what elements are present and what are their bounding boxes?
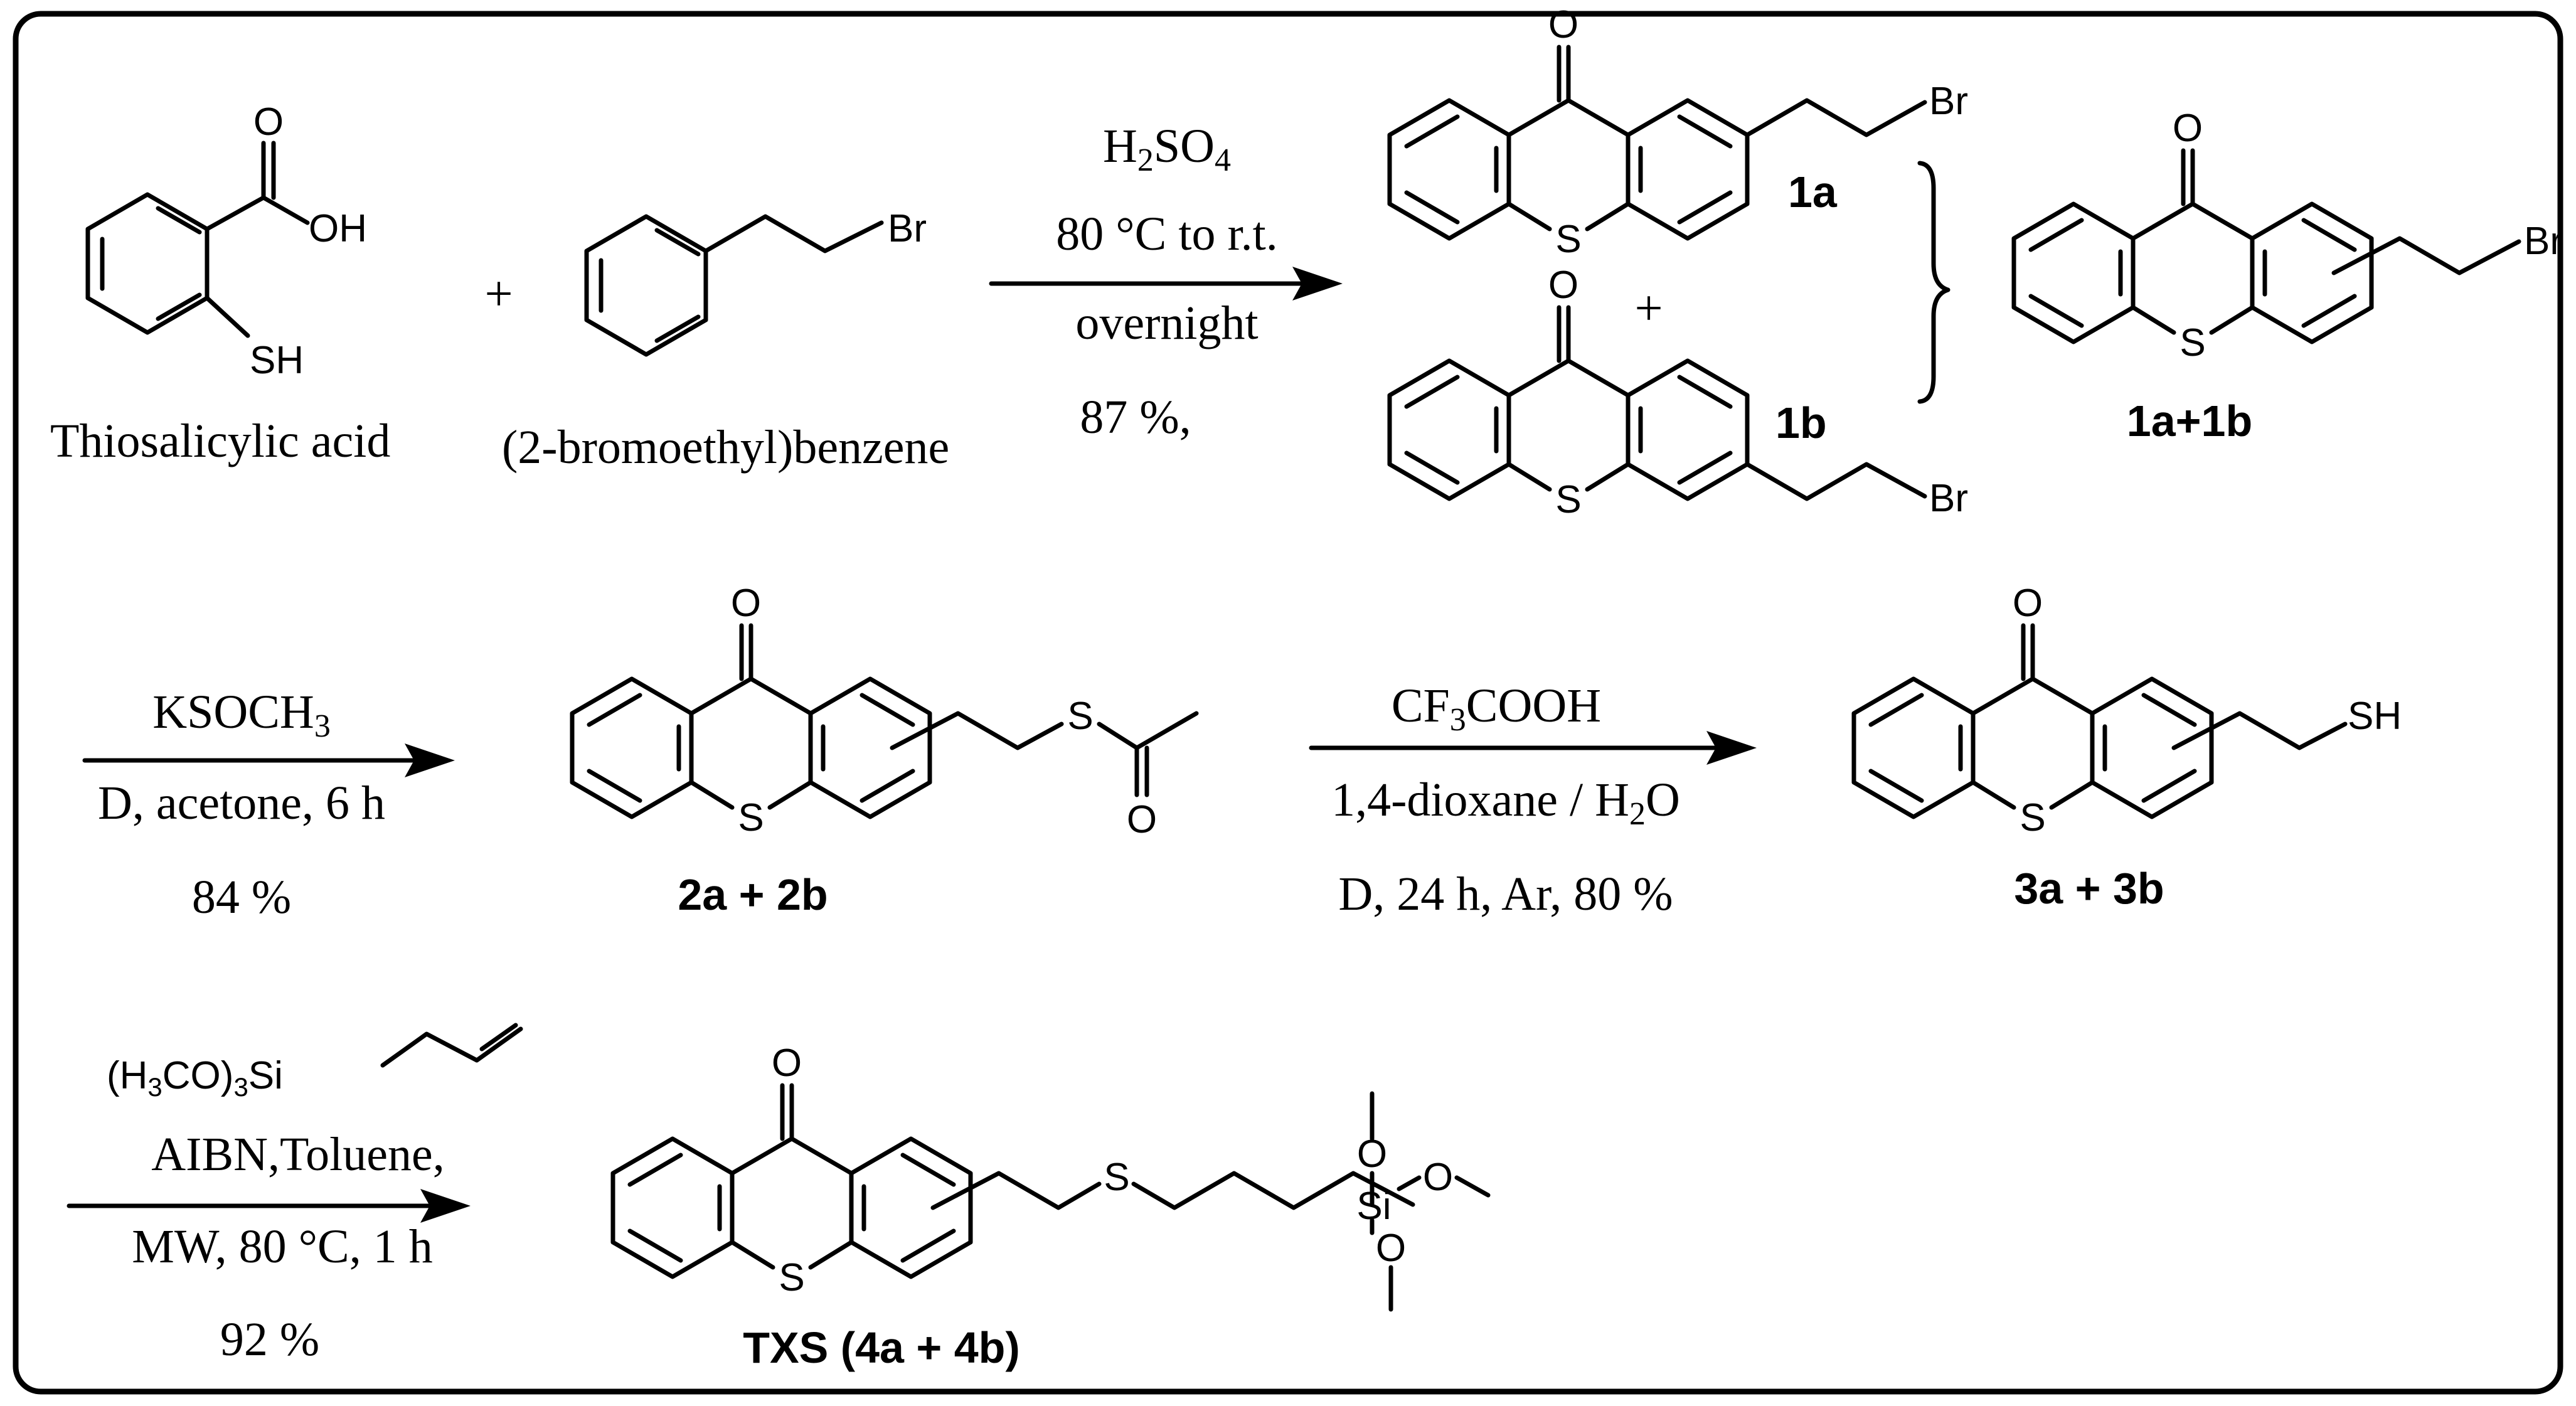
bromoethylbenzene-name: (2-bromoethyl)benzene	[502, 421, 949, 474]
product-txs-o-label: O	[772, 1041, 802, 1085]
step1-arrow	[989, 267, 1343, 301]
step1-yield: 87 %,	[1080, 391, 1191, 444]
product-1b-structure: O S Br	[1390, 264, 1968, 521]
product-txs-o3-label: O	[1376, 1227, 1406, 1270]
step1-conditions: 80 °C to r.t.	[1056, 208, 1277, 260]
product-2-label: 2a + 2b	[678, 870, 828, 919]
step2-conditions: D, acetone, 6 h	[98, 777, 385, 829]
step4-arrow	[67, 1189, 471, 1223]
mixture-1a1b-structure: O S Br	[2014, 107, 2563, 365]
thiosalicylic-oh-label: OH	[309, 207, 367, 250]
product-1b-br-label: Br	[1929, 477, 1968, 520]
step3-solvent: 1,4-dioxane / H2O	[1331, 774, 1680, 832]
product-3-label: 3a + 3b	[2014, 864, 2164, 913]
product-2-s-label: S	[738, 796, 764, 839]
thiosalicylic-o-label: O	[253, 100, 284, 144]
step1-reagent: H2SO4	[1103, 120, 1231, 178]
product-txs-o2-label: O	[1423, 1156, 1453, 1199]
product-txs-si-label: Si	[1356, 1185, 1391, 1228]
product-txs-s-chain-label: S	[1104, 1156, 1129, 1199]
step2-reagent: KSOCH3	[152, 686, 331, 744]
scheme-frame	[13, 11, 2563, 1395]
product-2-structure: O S S O	[572, 582, 1199, 841]
bromoethylbenzene-structure: Br	[584, 207, 927, 357]
product-txs-label: TXS (4a + 4b)	[743, 1323, 1020, 1372]
product-txs-s-label: S	[779, 1256, 804, 1299]
step1-time: overnight	[1075, 297, 1258, 349]
mixture-1a1b-o-label: O	[2173, 107, 2203, 150]
product-1b-o-label: O	[1548, 264, 1578, 307]
reactant-plus-sign: +	[484, 267, 513, 322]
product-txs-structure: O S S Si O O O	[613, 1041, 1491, 1312]
step4-yield: 92 %	[220, 1313, 319, 1366]
step2-arrow	[82, 743, 455, 777]
product-1a-s-label: S	[1555, 218, 1581, 261]
mixture-1a1b-s-label: S	[2179, 321, 2205, 365]
step2-yield: 84 %	[192, 871, 291, 924]
thiosalicylic-acid-name: Thiosalicylic acid	[50, 415, 390, 467]
product-3-o-label: O	[2013, 582, 2043, 625]
step4-conditions: MW, 80 °C, 1 h	[132, 1220, 432, 1273]
mixture-1a1b-br-label: Br	[2524, 220, 2563, 263]
product-1a-structure: O S Br	[1390, 3, 1968, 261]
product-3-structure: O S SH	[1854, 582, 2402, 839]
step3-reagent: CF3COOH	[1392, 679, 1601, 738]
thiosalicylic-acid-structure: O OH SH	[85, 100, 367, 382]
product-txs-o1-label: O	[1357, 1132, 1387, 1176]
step4-reagent-structure: (H3CO)3Si	[107, 1023, 523, 1102]
isomer-brace	[1917, 161, 1951, 404]
step3-conditions: D, 24 h, Ar, 80 %	[1338, 868, 1673, 920]
product-1b-label: 1b	[1775, 398, 1827, 447]
product-2-o-acyl-label: O	[1127, 798, 1157, 841]
products1-plus-sign: +	[1634, 281, 1663, 336]
product-2-o-label: O	[731, 582, 761, 625]
bromoethylbenzene-br-label: Br	[888, 207, 927, 250]
mixture-1a1b-label: 1a+1b	[2127, 397, 2252, 445]
thiosalicylic-sh-label: SH	[250, 339, 304, 382]
product-1b-s-label: S	[1555, 478, 1581, 521]
product-3-s-label: S	[2020, 796, 2045, 839]
product-1a-label: 1a	[1788, 168, 1838, 216]
product-1a-br-label: Br	[1929, 80, 1968, 123]
product-2-s-chain-label: S	[1067, 695, 1093, 738]
step4-solvent: AIBN,Toluene,	[151, 1128, 444, 1181]
product-1a-o-label: O	[1548, 3, 1578, 46]
product-3-sh-label: SH	[2348, 695, 2402, 738]
step4-reagent: (H3CO)3Si	[107, 1054, 283, 1102]
step3-arrow	[1309, 731, 1757, 765]
